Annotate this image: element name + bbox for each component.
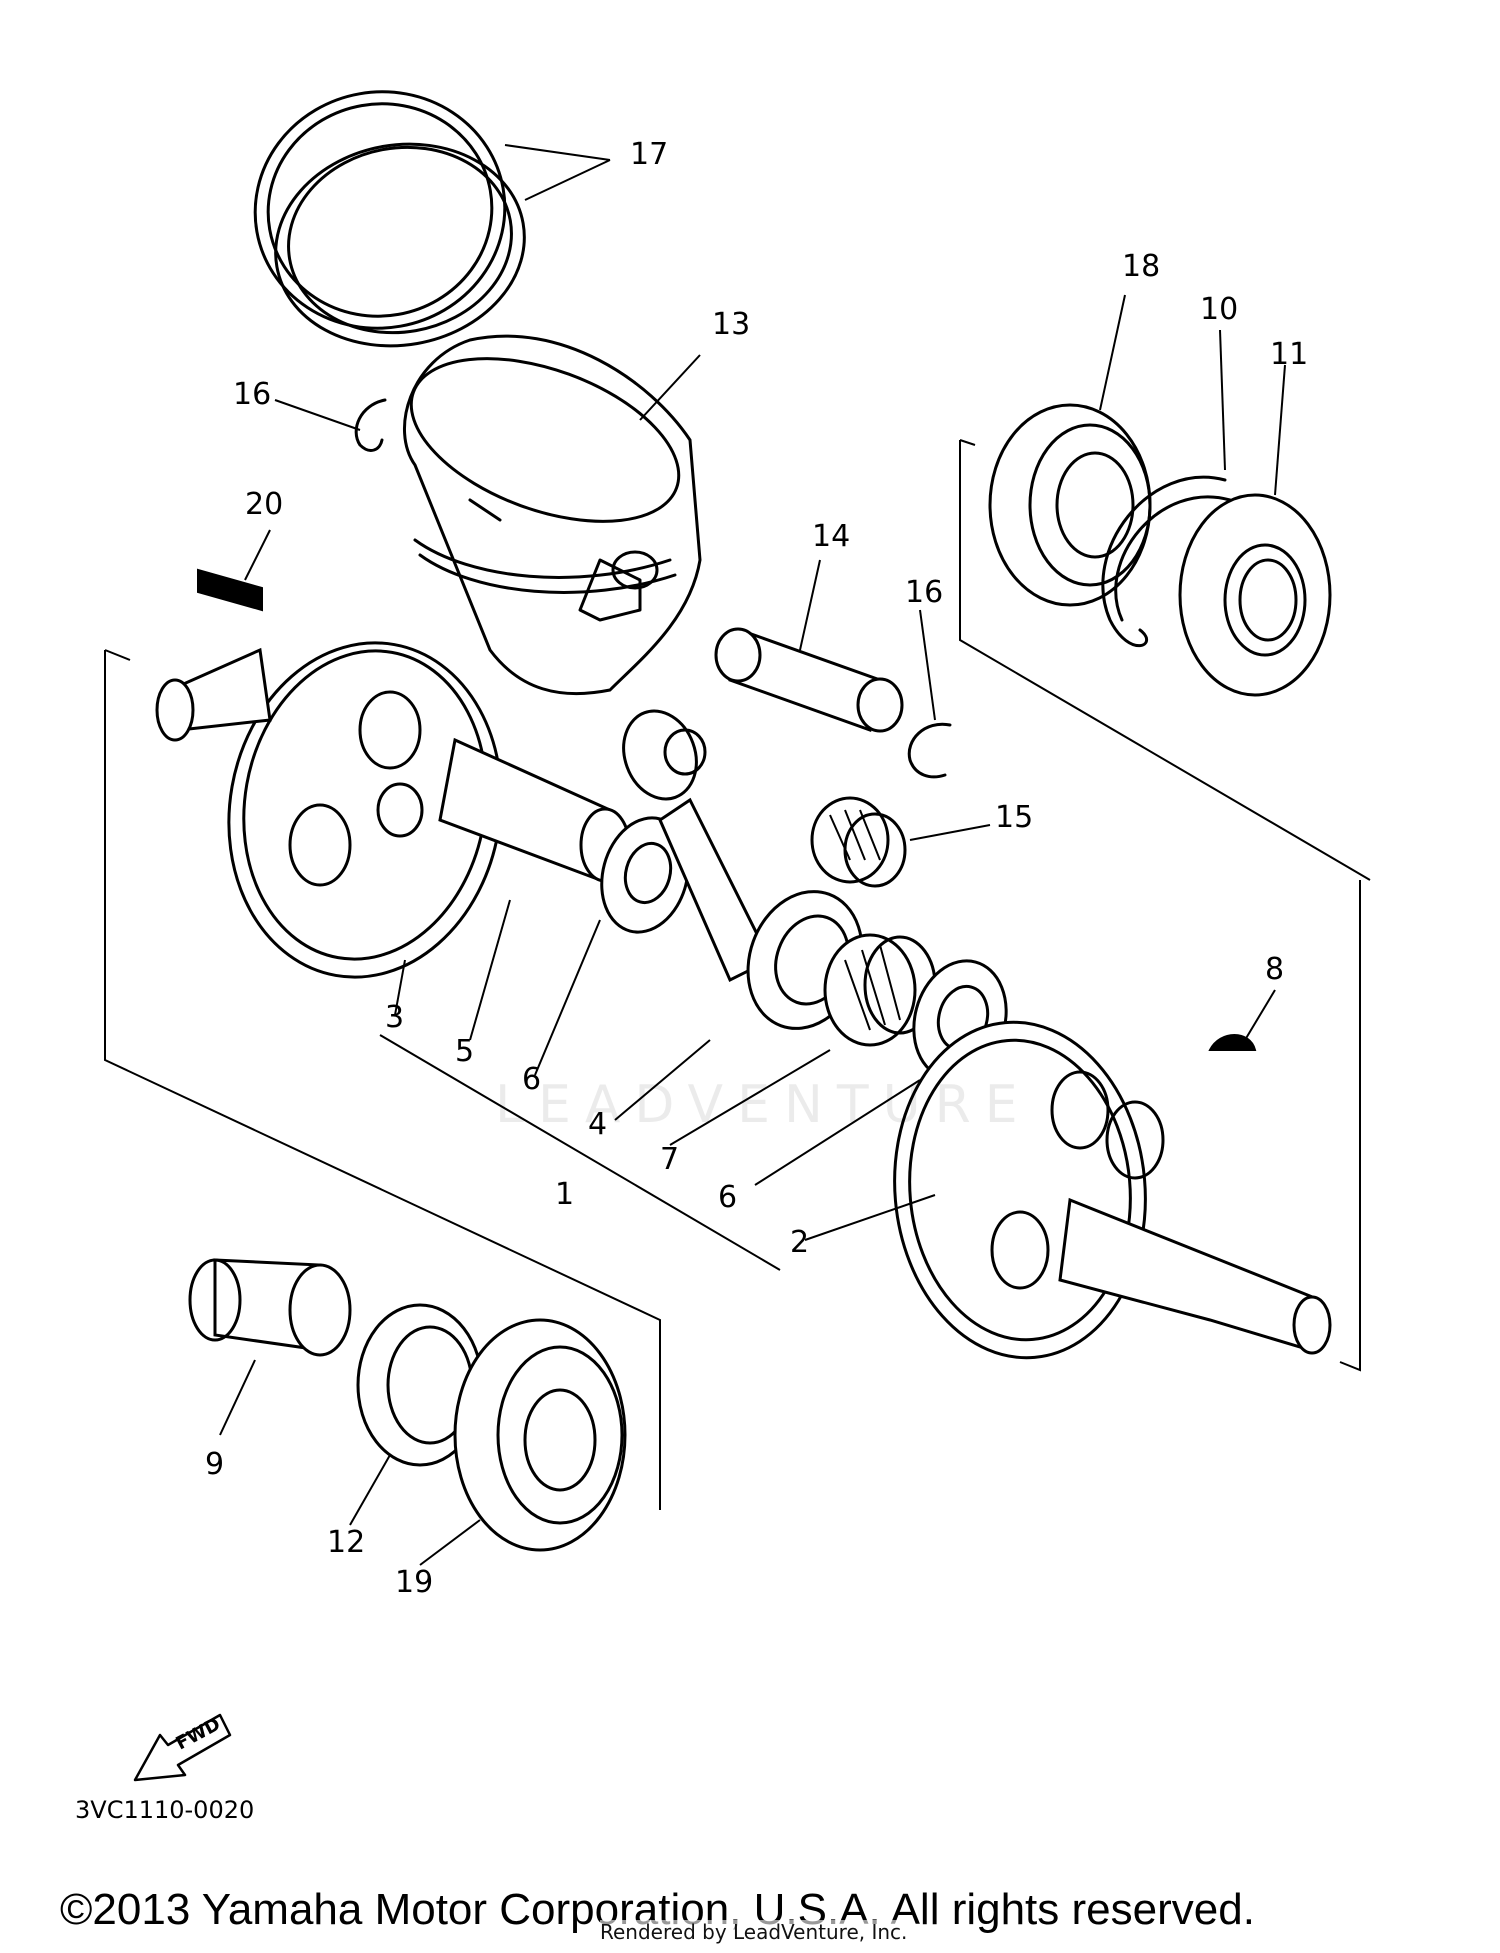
watermark: LEADVENTURE (495, 1075, 1032, 1135)
callout-7: 7 (660, 1142, 680, 1177)
fwd-label: FWD (172, 1714, 223, 1755)
callout-16-left: 16 (233, 377, 272, 412)
callout-leader-lines (219, 144, 1286, 1566)
fwd-arrow-icon: FWD (133, 1713, 232, 1782)
bearing-part-18 (988, 403, 1152, 607)
assembly-bracket-lines (104, 439, 1371, 1510)
crank-web-part-2 (893, 1020, 1332, 1360)
callout-2: 2 (790, 1225, 810, 1260)
woodruff-key-part-8 (1208, 1034, 1257, 1051)
circlip-part-10 (1101, 475, 1232, 648)
callout-6-right: 6 (718, 1180, 738, 1215)
circlip-part-16-left (354, 398, 387, 452)
callout-9: 9 (205, 1447, 225, 1482)
callout-8: 8 (1265, 952, 1285, 987)
callout-11: 11 (1270, 337, 1309, 372)
callout-20: 20 (245, 487, 284, 522)
bearing-part-19 (453, 1318, 627, 1552)
drawing-code: 3VC1110-0020 (75, 1796, 255, 1824)
callout-4: 4 (588, 1107, 608, 1142)
piston-rings-part-17 (253, 90, 526, 348)
circlip-part-16-right (907, 722, 952, 779)
callout-17: 17 (630, 137, 669, 172)
collar-part-9 (188, 1258, 352, 1357)
small-end-bearing-part-15 (810, 796, 907, 888)
callout-19: 19 (395, 1565, 434, 1600)
callout-15: 15 (995, 800, 1034, 835)
crank-web-part-3 (155, 641, 631, 979)
woodruff-key-part-20 (197, 568, 263, 612)
callout-5: 5 (455, 1034, 475, 1069)
callout-16-right: 16 (905, 575, 944, 610)
callout-12: 12 (327, 1525, 366, 1560)
callout-10: 10 (1200, 292, 1239, 327)
callout-1: 1 (555, 1177, 575, 1212)
callout-6-left: 6 (522, 1062, 542, 1097)
rendered-by-notice: Rendered by LeadVenture, Inc. (600, 1920, 908, 1944)
callout-14: 14 (812, 519, 851, 554)
piston-pin-part-14 (714, 627, 904, 733)
callout-18: 18 (1122, 249, 1161, 284)
piston-part-13 (402, 334, 702, 696)
oil-seal-part-11 (1178, 493, 1332, 697)
callout-13: 13 (712, 307, 751, 342)
callout-3: 3 (385, 1000, 405, 1035)
